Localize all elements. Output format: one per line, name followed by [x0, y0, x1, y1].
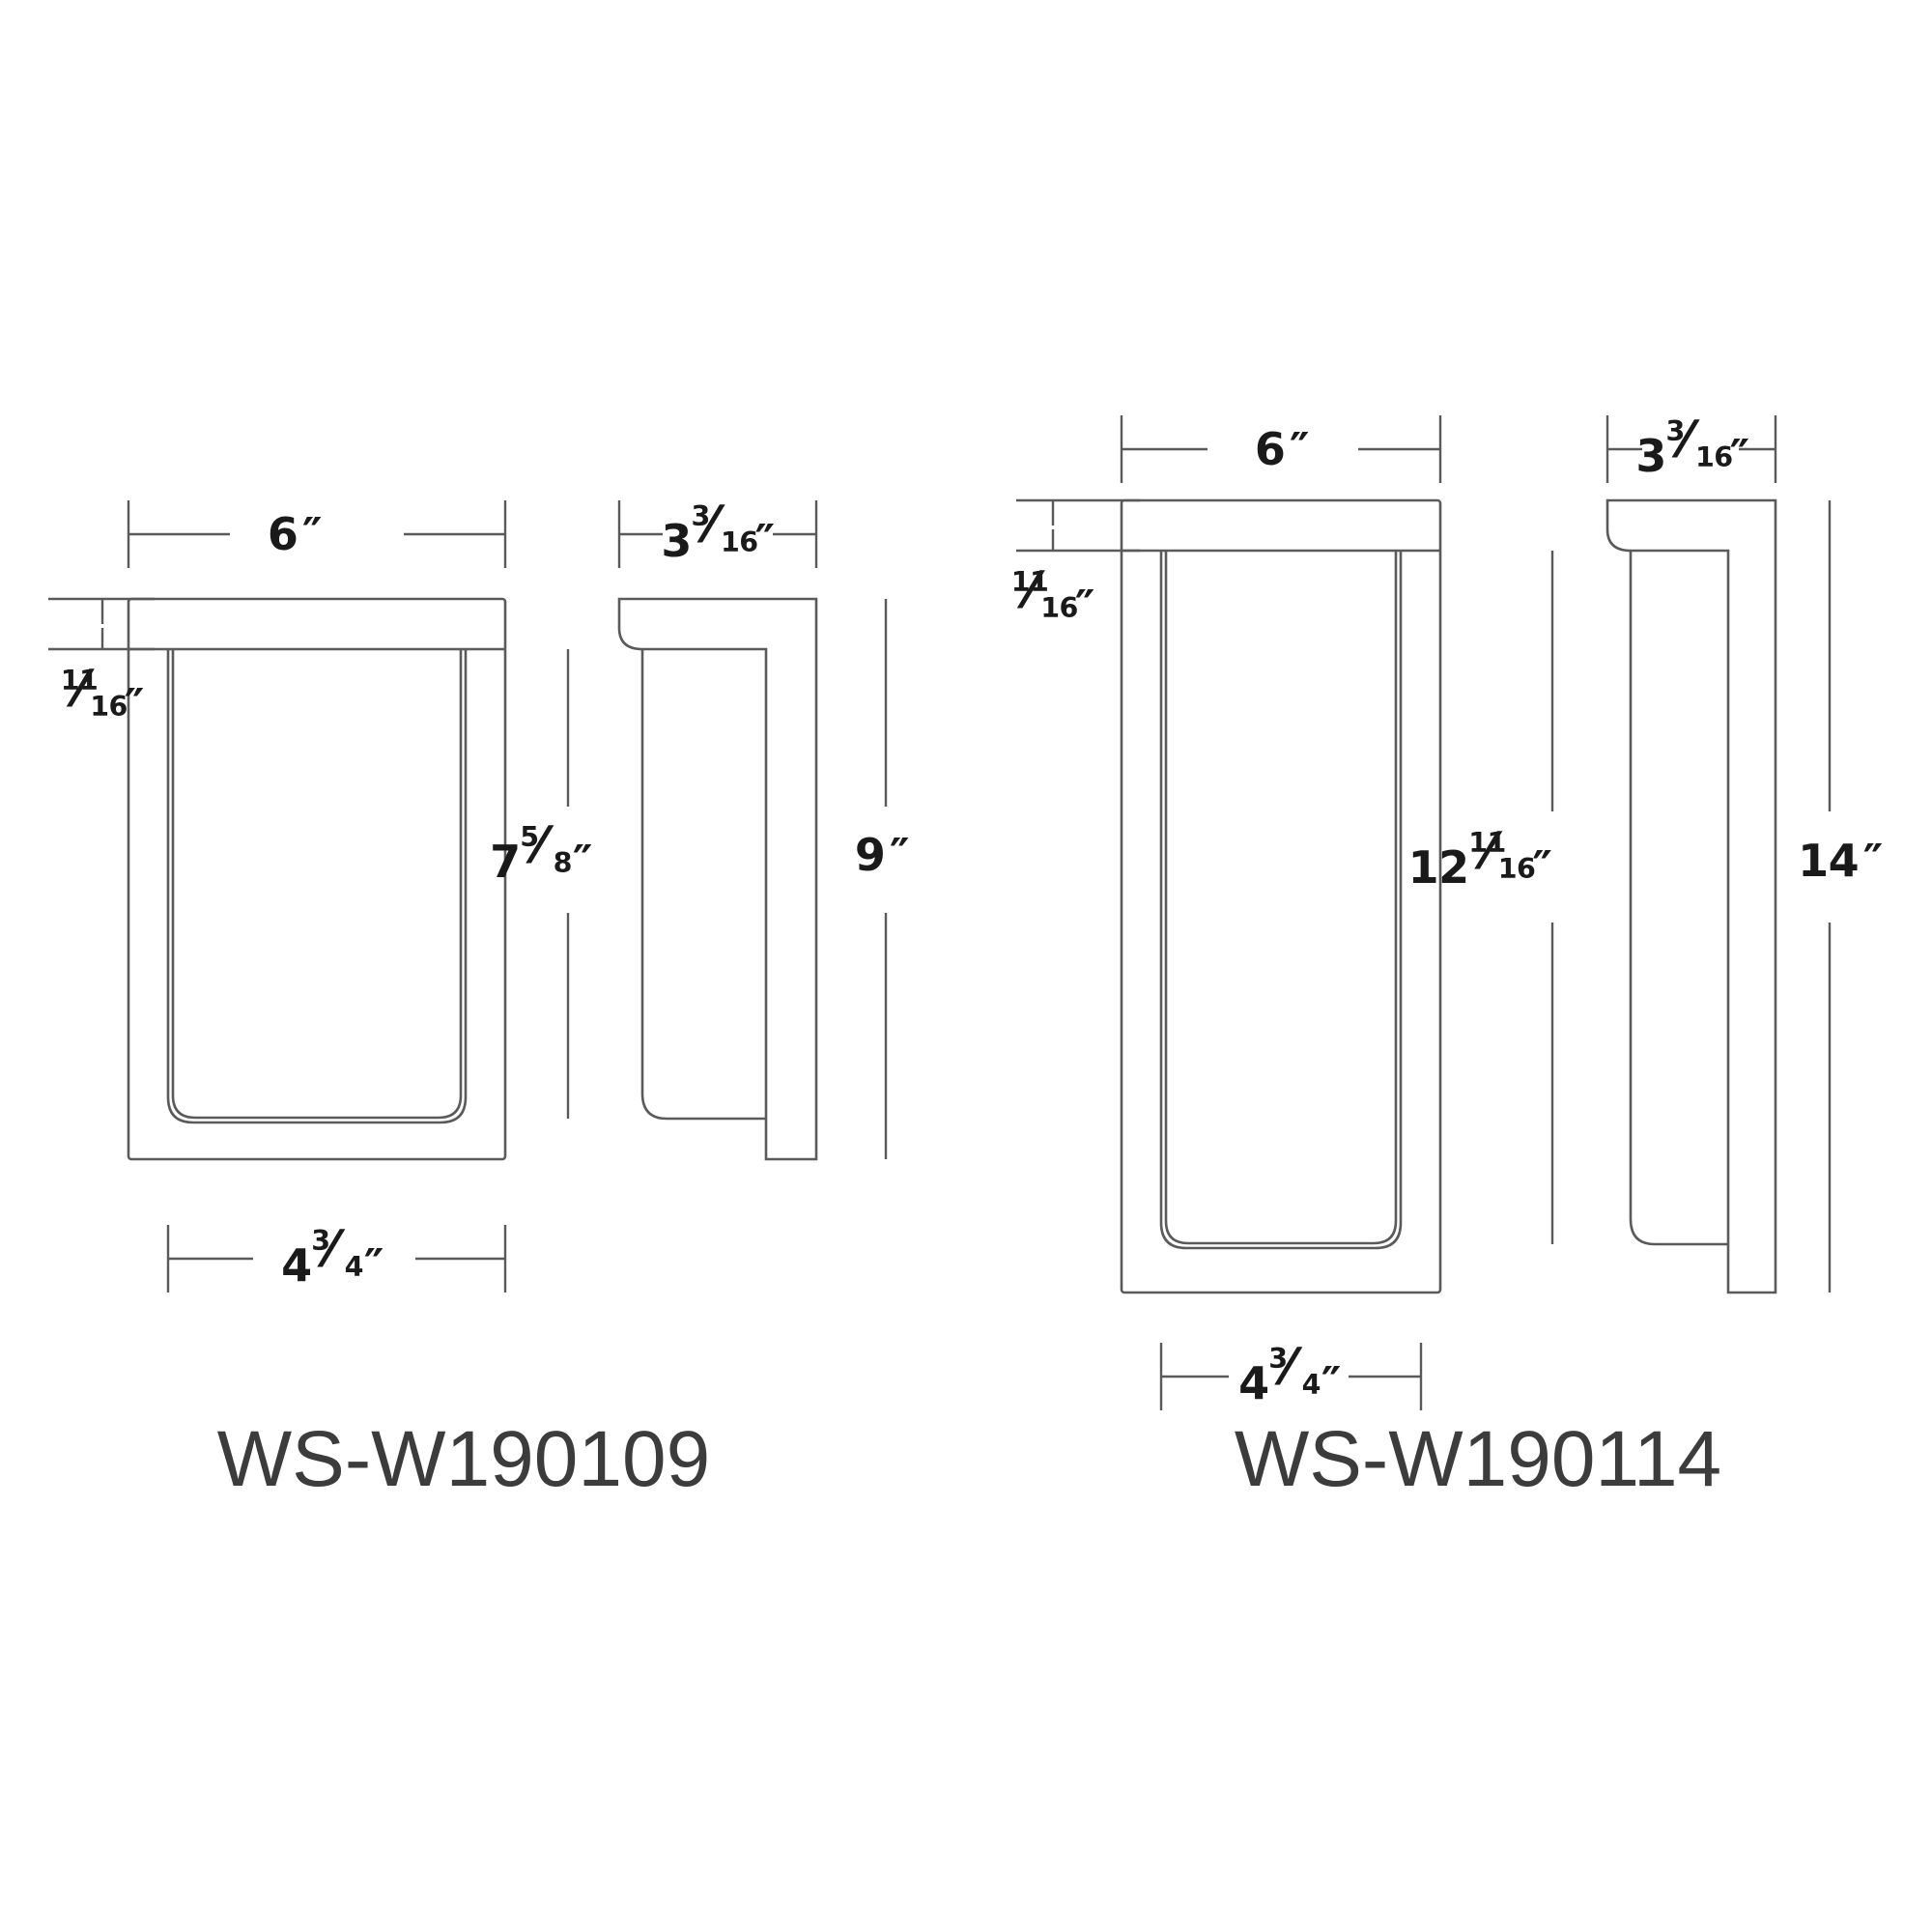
right-depth-den: 16	[1694, 441, 1733, 474]
left-inner-height-den: 8	[553, 847, 573, 880]
left-inner-height-whole: 7	[490, 836, 521, 888]
left-width-unit: ″	[302, 508, 323, 560]
right-inner-height-fraction: 11⁄16	[1468, 827, 1536, 883]
fraction-slash-icon: ⁄	[706, 496, 716, 554]
fraction-slash-icon: ⁄	[1284, 1338, 1293, 1397]
right-cap-unit: ″	[1074, 581, 1095, 633]
left-overall-height-label: 9″	[855, 833, 910, 877]
left-cap-num: 11	[60, 665, 99, 697]
right-inner-height-unit: ″	[1532, 841, 1552, 894]
left-inner-width-num: 3	[311, 1225, 330, 1258]
right-cap-den: 16	[1040, 592, 1078, 625]
left-inner-height-fraction: 5⁄8	[520, 821, 572, 877]
left-width-label: 6″	[268, 512, 323, 556]
left-depth-den: 16	[720, 526, 758, 559]
right-inner-width-whole: 4	[1238, 1357, 1269, 1409]
right-front-view-outline	[1120, 498, 1442, 1294]
left-inner-width-unit: ″	[363, 1239, 384, 1292]
left-inner-height-unit: ″	[572, 836, 593, 888]
fraction-slash-icon: ⁄	[1027, 561, 1036, 620]
right-overall-height-value: 14	[1798, 835, 1860, 887]
right-inner-width-fraction: 3⁄4	[1268, 1343, 1321, 1399]
left-depth-whole: 3	[661, 515, 692, 567]
left-inner-width-whole: 4	[281, 1239, 312, 1292]
right-width-unit: ″	[1290, 423, 1310, 475]
right-depth-fraction: 3⁄16	[1665, 415, 1733, 471]
left-depth-unit: ″	[754, 515, 776, 567]
left-inner-height-num: 5	[520, 821, 539, 854]
fraction-slash-icon: ⁄	[327, 1220, 336, 1279]
fraction-slash-icon: ⁄	[1484, 822, 1493, 881]
left-inner-width-dimension	[166, 1225, 507, 1293]
right-overall-height-label: 14″	[1798, 838, 1883, 883]
fraction-slash-icon: ⁄	[1681, 411, 1690, 469]
right-inner-width-unit: ″	[1321, 1357, 1342, 1409]
right-inner-height-num: 11	[1468, 827, 1506, 860]
right-cap-height-dimension	[1016, 498, 1140, 553]
left-cap-height-label: 11⁄16″	[61, 665, 145, 727]
left-overall-height-unit: ″	[890, 829, 910, 881]
right-inner-width-num: 3	[1268, 1343, 1288, 1376]
right-overall-height-unit: ″	[1862, 835, 1884, 887]
left-depth-num: 3	[691, 500, 710, 533]
right-cap-num: 11	[1010, 566, 1049, 599]
left-width-value: 6	[267, 508, 298, 560]
left-inner-width-fraction: 3⁄4	[311, 1225, 363, 1281]
left-cap-den: 16	[90, 691, 128, 724]
left-depth-dimension	[617, 500, 818, 568]
left-cap-height-dimension	[48, 597, 155, 651]
right-inner-width-den: 4	[1301, 1369, 1321, 1402]
right-inner-width-dimension	[1159, 1343, 1423, 1410]
right-inner-height-whole: 12	[1407, 841, 1470, 894]
left-inner-width-den: 4	[344, 1251, 364, 1284]
right-inner-height-den: 16	[1497, 853, 1536, 886]
right-width-dimension	[1120, 415, 1442, 483]
right-width-value: 6	[1254, 423, 1286, 475]
left-model-label: WS-W190109	[216, 1415, 711, 1503]
right-cap-height-label: 11⁄16″	[1011, 566, 1095, 629]
left-cap-height-fraction: 11⁄16	[61, 665, 128, 721]
right-width-label: 6″	[1255, 427, 1310, 471]
left-cap-unit: ″	[124, 679, 145, 731]
fraction-slash-icon: ⁄	[76, 660, 85, 719]
right-depth-unit: ″	[1729, 430, 1750, 482]
left-width-dimension	[127, 500, 507, 568]
right-depth-whole: 3	[1635, 430, 1666, 482]
left-overall-height-value: 9	[854, 829, 886, 881]
left-front-view-outline	[127, 597, 507, 1161]
right-side-view-outline	[1605, 498, 1777, 1294]
right-depth-num: 3	[1665, 415, 1685, 448]
left-side-view-outline	[617, 597, 818, 1161]
right-model-label: WS-W190114	[1234, 1415, 1722, 1503]
right-cap-height-fraction: 11⁄16	[1011, 566, 1079, 622]
left-depth-fraction: 3⁄16	[691, 500, 758, 556]
fraction-slash-icon: ⁄	[535, 816, 545, 875]
right-depth-dimension	[1605, 415, 1777, 483]
